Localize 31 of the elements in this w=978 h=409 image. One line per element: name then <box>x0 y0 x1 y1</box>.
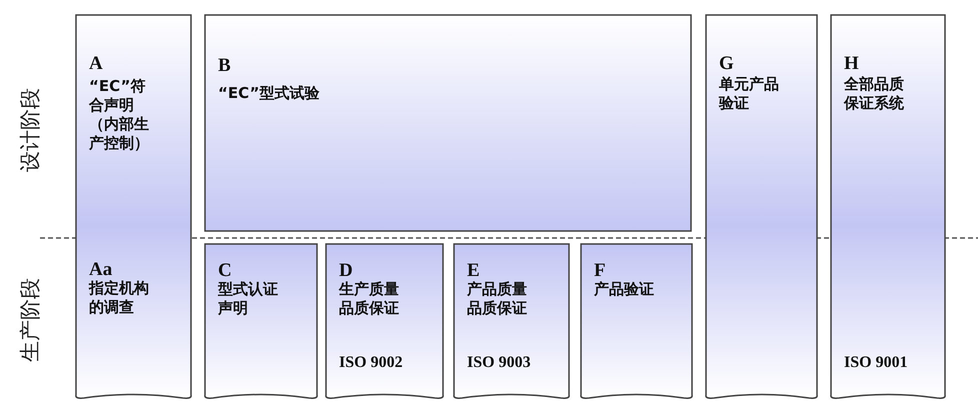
module-column <box>580 243 693 400</box>
module-column <box>204 14 692 232</box>
module-letter: E <box>467 261 480 281</box>
module-letter: Aa <box>89 260 112 280</box>
phase-label: 设计阶段 <box>17 88 43 172</box>
module-letter: C <box>218 261 232 281</box>
module-description: “EC”符合声明（内部生产控制） <box>89 77 150 153</box>
standard-code: ISO 9002 <box>339 354 403 372</box>
module-description: 单元产品验证 <box>719 75 780 113</box>
module-description: 产品验证 <box>594 280 655 299</box>
module-letter: A <box>89 54 103 74</box>
module-description: 型式认证声明 <box>218 280 279 318</box>
phase-label: 生产阶段 <box>17 278 43 362</box>
module-letter: D <box>339 261 353 281</box>
module-column <box>325 243 444 400</box>
module-column <box>75 14 192 400</box>
module-letter: B <box>218 56 231 76</box>
module-description: 全部品质保证系统 <box>844 75 905 113</box>
module-description: 生产质量品质保证 <box>339 280 400 318</box>
module-letter: G <box>719 54 734 74</box>
module-column <box>453 243 570 400</box>
module-column <box>705 14 818 400</box>
module-description: “EC”型式试验 <box>218 84 321 103</box>
module-description: 指定机构的调查 <box>89 279 150 317</box>
module-column <box>204 243 318 400</box>
standard-code: ISO 9001 <box>844 354 908 372</box>
module-column <box>830 14 946 400</box>
standard-code: ISO 9003 <box>467 354 531 372</box>
module-description: 产品质量品质保证 <box>467 280 528 318</box>
module-letter: H <box>844 54 859 74</box>
module-letter: F <box>594 261 606 281</box>
